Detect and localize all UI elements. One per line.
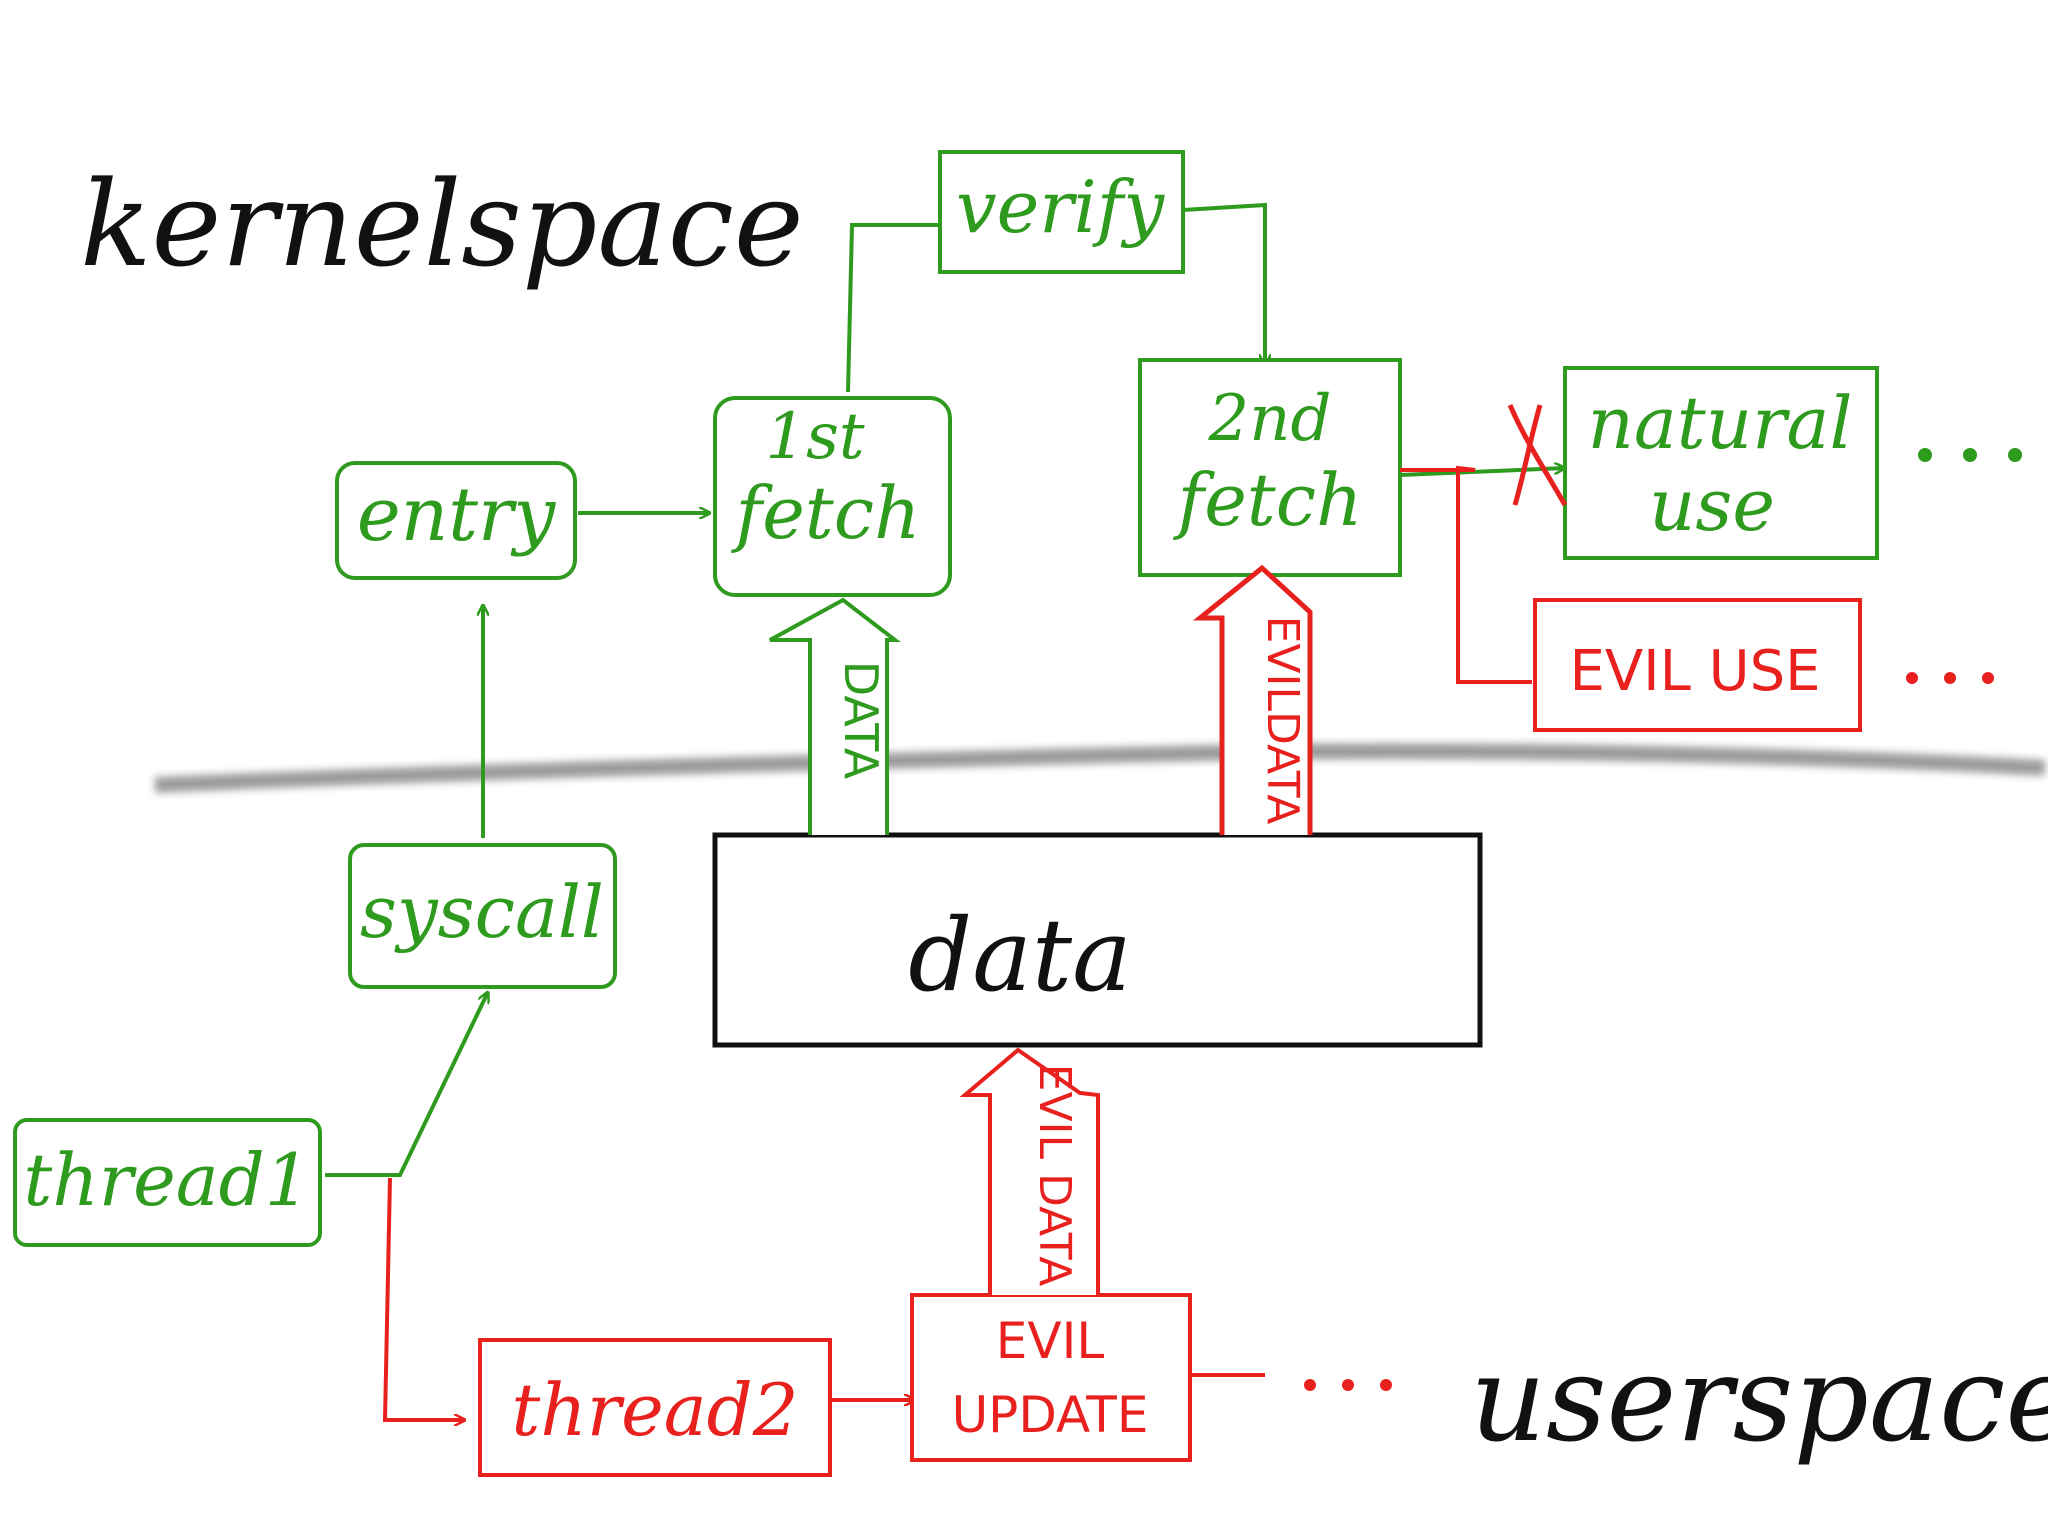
second-fetch-label-1: 2nd: [1208, 382, 1332, 456]
evil-data-kernel-arrow: [1192, 564, 1313, 835]
verify-label: verify: [956, 165, 1165, 249]
syscall-box: [348, 843, 617, 989]
userspace-label: userspace: [1470, 1330, 2048, 1468]
data-transfer-label: DATA: [834, 661, 888, 780]
evil-update-ellipsis: [1304, 1379, 1392, 1391]
evil-update-label-1: EVIL: [996, 1312, 1105, 1370]
thread2-box: [478, 1338, 832, 1477]
edge-verify-second-fetch: [1182, 202, 1265, 365]
natural-use-label-1: natural: [1588, 381, 1853, 465]
verify-box: [938, 150, 1185, 274]
evil-update-box: [910, 1293, 1192, 1462]
first-fetch-box: [713, 396, 952, 597]
second-fetch-box: [1138, 358, 1402, 577]
edge-thread1-thread2: [382, 1177, 465, 1420]
edge-second-fetch-evil-use: [1400, 465, 1532, 684]
entry-label: entry: [357, 472, 557, 558]
natural-use-box: [1563, 366, 1879, 560]
edge-second-fetch-natural-use: [1399, 468, 1565, 477]
evil-data-user-label: EVIL DATA: [1029, 1064, 1080, 1287]
edge-thread1-syscall: [325, 992, 488, 1177]
natural-use-label-2: use: [1649, 463, 1775, 547]
evil-data-user-arrow: [959, 1047, 1100, 1295]
evil-use-label: EVIL USE: [1569, 639, 1820, 704]
kernel-user-boundary: [154, 743, 2046, 793]
edge-first-fetch-verify: [846, 225, 955, 393]
thread2-label: thread2: [511, 1368, 798, 1452]
evil-use-box: [1533, 598, 1862, 732]
natural-use-ellipsis: [1918, 448, 2022, 462]
first-fetch-label-2: fetch: [731, 471, 921, 555]
data-label: data: [908, 897, 1131, 1014]
data-box: [712, 832, 1483, 1048]
blocked-cross-icon: [1507, 404, 1568, 507]
second-fetch-label-2: fetch: [1173, 458, 1363, 542]
thread1-label: thread1: [23, 1138, 310, 1222]
kernelspace-label: kernelspace: [80, 155, 804, 293]
evil-use-ellipsis: [1906, 672, 1994, 684]
first-fetch-label-1: 1st: [765, 400, 865, 474]
data-transfer-arrow: [769, 597, 901, 835]
entry-box: [335, 461, 577, 580]
evil-data-kernel-label: EVILDATA: [1257, 616, 1308, 825]
thread1-box: [13, 1118, 322, 1247]
evil-update-label-2: UPDATE: [952, 1386, 1149, 1444]
syscall-label: syscall: [360, 870, 604, 954]
